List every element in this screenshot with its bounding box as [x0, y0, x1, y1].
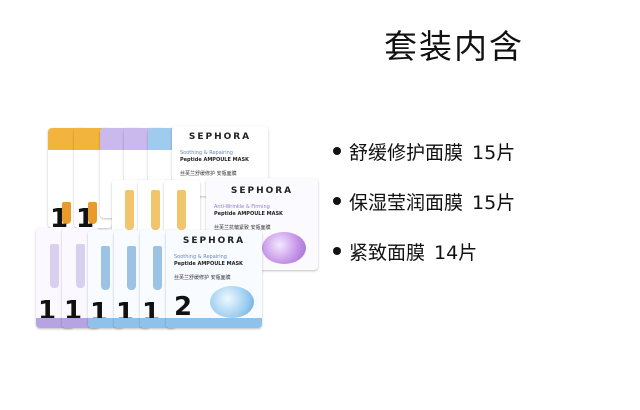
mask-cn-name: 丝芙兰舒缓修护 安瓶面膜 [180, 171, 237, 177]
page-title: 套装内含 [384, 27, 524, 66]
bullet-icon [333, 147, 341, 155]
product-orb-icon [210, 286, 254, 318]
brand-logo: SEPHORA [230, 186, 294, 196]
mask-cn-name: 丝芙兰抗皱紧致 安瓶面膜 [214, 225, 271, 231]
bullet-icon [333, 247, 341, 255]
bullet-icon [333, 197, 341, 205]
mask-subtitle: Anti-Wrinkle & Firming Peptide AMPOULE M… [214, 204, 283, 217]
pack-number: 1 [38, 296, 57, 326]
contents-list: 舒缓修护面膜 15片 保湿莹润面膜 15片 紧致面膜 14片 [333, 138, 515, 288]
item-qty: 14片 [434, 241, 478, 264]
item-name: 保湿莹润面膜 [349, 191, 464, 214]
item-name: 舒缓修护面膜 [349, 141, 464, 164]
brand-logo: SEPHORA [182, 236, 246, 246]
pack-number: 2 [174, 292, 193, 322]
brand-logo: SEPHORA [188, 132, 252, 142]
item-qty: 15片 [472, 141, 516, 164]
mask-subtitle: Soothing & Repairing Peptide AMPOULE MAS… [180, 150, 249, 163]
item-name: 紧致面膜 [349, 241, 426, 264]
product-collage: 1 1 SEPHORA Soothing & Repairing Peptide… [30, 118, 326, 334]
pack-number: 1 [76, 204, 95, 228]
product-orb-icon [262, 232, 306, 264]
item-qty: 15片 [472, 191, 516, 214]
list-item: 紧致面膜 14片 [333, 238, 515, 264]
list-item: 舒缓修护面膜 15片 [333, 138, 515, 164]
pack-number: 1 [64, 296, 83, 326]
pack-number: 1 [50, 204, 69, 228]
mask-pack-soothing-bottom: SEPHORA Soothing & Repairing Peptide AMP… [166, 230, 262, 328]
mask-subtitle: Soothing & Repairing Peptide AMPOULE MAS… [174, 254, 243, 267]
mask-cn-name: 丝芙兰舒缓修护 安瓶面膜 [174, 275, 231, 281]
list-item: 保湿莹润面膜 15片 [333, 188, 515, 214]
